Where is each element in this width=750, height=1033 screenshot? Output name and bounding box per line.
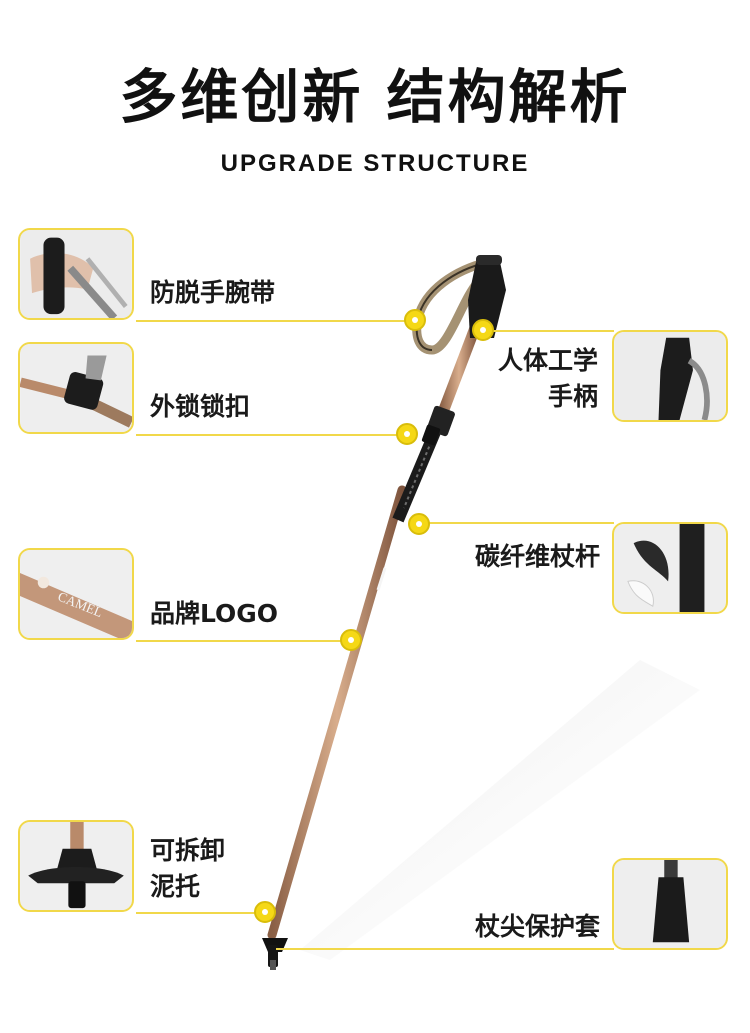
wrist-strap-photo-icon [20,230,132,318]
callout-dot-carbon-shaft [408,513,430,535]
pole-shadow [300,660,700,960]
tip-protector-photo-icon [614,860,726,948]
feature-label-carbon-shaft: 碳纤维杖杆 [474,542,600,571]
lock-lever [421,424,441,446]
feature-label-handle-2: 手柄 [547,382,598,411]
feature-label-handle-1: 人体工学 [497,346,598,375]
tip-metal [270,960,276,970]
callout-line-wrist-strap [136,320,414,322]
mud-basket-photo-icon [20,822,132,910]
callout-line-handle [484,330,614,332]
callout-dot-brand-logo [340,629,362,651]
ergonomic-handle-photo-icon [614,332,726,420]
callout-dot-wrist-strap [404,309,426,331]
feature-label-mud-basket-2: 泥托 [150,872,201,901]
page-subtitle: UPGRADE STRUCTURE [220,150,530,177]
lower-shaft [267,485,407,940]
callout-line-outer-lock [136,434,406,436]
carbon-shaft-photo-icon [614,524,726,612]
feature-label-outer-lock: 外锁锁扣 [150,392,251,421]
outer-lock-photo-icon [20,344,132,432]
carbon-shaft-thumbnail [612,522,728,614]
callout-line-carbon-shaft [424,522,614,524]
callout-line-tip-protector [276,948,614,950]
mud-basket-thumbnail [18,820,134,912]
callout-line-brand-logo [136,640,350,642]
feature-label-brand-logo: 品牌LOGO [150,599,279,628]
feature-label-mud-basket-1: 可拆卸 [150,836,226,865]
feature-label-wrist-strap: 防脱手腕带 [150,278,276,307]
tip-protector-thumbnail [612,858,728,950]
shaft-logo-mark [376,567,387,591]
callout-dot-outer-lock [396,423,418,445]
page-title: 多维创新 结构解析 [119,63,631,131]
brand-logo-thumbnail: CAMEL [18,548,134,640]
grip-cap [476,255,502,265]
callout-dot-mud-basket [254,901,276,923]
callout-line-mud-basket [136,912,264,914]
ergonomic-handle-thumbnail [612,330,728,422]
wrist-strap-thumbnail [18,228,134,320]
feature-label-tip-protector: 杖尖保护套 [474,912,600,941]
brand-logo-photo-icon: CAMEL [20,550,132,638]
callout-dot-handle [472,319,494,341]
outer-lock-thumbnail [18,342,134,434]
